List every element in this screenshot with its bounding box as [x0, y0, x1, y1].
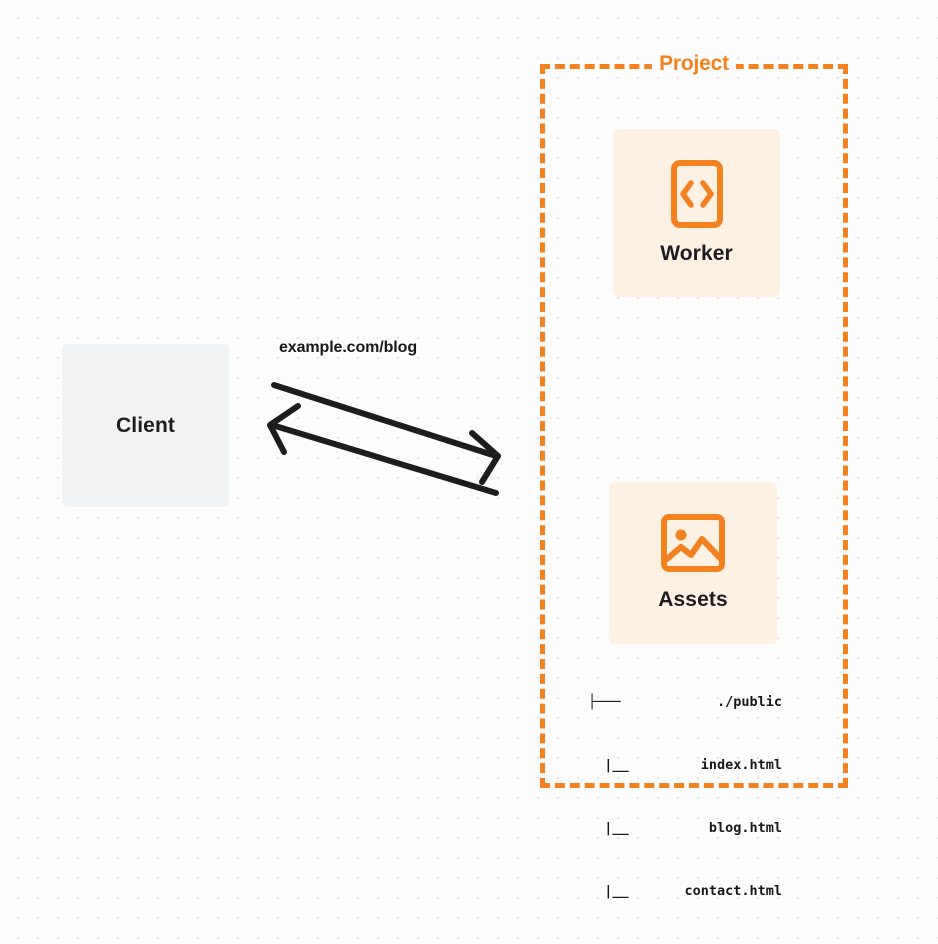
request-arrow-icon — [271, 382, 501, 485]
tree-row: |__ contact.html — [588, 881, 782, 902]
tree-row: |__ blog.html — [588, 818, 782, 839]
tree-item-name: index.html — [700, 757, 782, 773]
tree-row: |__ index.html — [588, 755, 782, 776]
project-title: Project — [540, 52, 848, 76]
image-icon — [661, 514, 725, 572]
tree-branch-glyph: |__ — [588, 883, 629, 899]
assets-file-tree: ├─── ./public |__ index.html |__ blog.ht… — [588, 650, 782, 944]
worker-node[interactable]: Worker — [613, 129, 780, 297]
worker-label: Worker — [660, 242, 733, 265]
connection-arrows — [267, 382, 501, 496]
client-label: Client — [116, 413, 175, 437]
tree-item-name: contact.html — [684, 883, 782, 899]
tree-item-name: ./public — [716, 694, 782, 710]
code-brackets-icon — [670, 160, 723, 228]
tree-item-name: blog.html — [708, 820, 782, 836]
tree-branch-glyph: ├─── — [588, 694, 621, 710]
connection-url-label: example.com/blog — [279, 339, 417, 356]
assets-label: Assets — [658, 588, 728, 611]
project-title-text: Project — [652, 52, 736, 75]
diagram-canvas: Client example.com/blog Project Worker — [62, 52, 848, 899]
tree-branch-glyph: |__ — [588, 757, 629, 773]
assets-node[interactable]: Assets — [609, 482, 777, 644]
tree-row: ├─── ./public — [588, 692, 782, 713]
client-node[interactable]: Client — [62, 344, 229, 507]
response-arrow-icon — [267, 403, 499, 496]
tree-branch-glyph: |__ — [588, 820, 629, 836]
